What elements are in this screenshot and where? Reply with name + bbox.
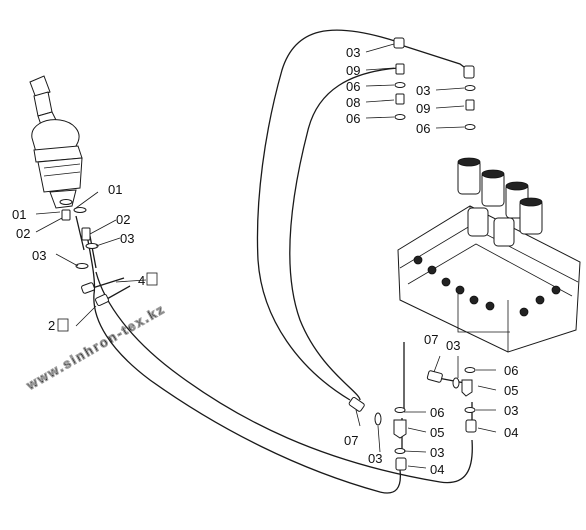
- callout-06: 06: [416, 121, 430, 136]
- callout-03: 03: [32, 248, 46, 263]
- callout-02: 02: [116, 212, 130, 227]
- callout-01: 01: [12, 207, 26, 222]
- callout-05: 05: [504, 383, 518, 398]
- callout-08: 08: [346, 95, 360, 110]
- callout-09: 09: [346, 63, 360, 78]
- callout-06: 06: [346, 79, 360, 94]
- callout-05: 05: [430, 425, 444, 440]
- callout-06: 06: [504, 363, 518, 378]
- callout-02: 02: [16, 226, 30, 241]
- callout-03: 03: [416, 83, 430, 98]
- leader-lines: [35, 43, 497, 469]
- fittings: [59, 37, 477, 471]
- callout-07: 07: [344, 433, 358, 448]
- callout-03: 03: [446, 338, 460, 353]
- valve-spool-caps: [457, 157, 543, 247]
- callout-03: 03: [430, 445, 444, 460]
- control-valve-block: [397, 157, 581, 353]
- callout-03: 03: [120, 231, 134, 246]
- callout-2: 2: [48, 318, 55, 333]
- valve-ports: [413, 255, 561, 317]
- callout-03: 03: [504, 403, 518, 418]
- watermark: www.sinhron-tex.kz: [23, 301, 168, 393]
- callout-4: 4: [138, 273, 145, 288]
- callout-03: 03: [346, 45, 360, 60]
- callout-07: 07: [424, 332, 438, 347]
- callout-04: 04: [504, 425, 518, 440]
- callout-06: 06: [430, 405, 444, 420]
- callout-04: 04: [430, 462, 444, 477]
- callout-labels: 01 01 02 02 03 03 4 2 03 09 06 08 06 03 …: [12, 45, 518, 477]
- callout-06: 06: [346, 111, 360, 126]
- callout-01: 01: [108, 182, 122, 197]
- callout-09: 09: [416, 101, 430, 116]
- callout-03: 03: [368, 451, 382, 466]
- joystick-pilot-valve: [29, 75, 83, 209]
